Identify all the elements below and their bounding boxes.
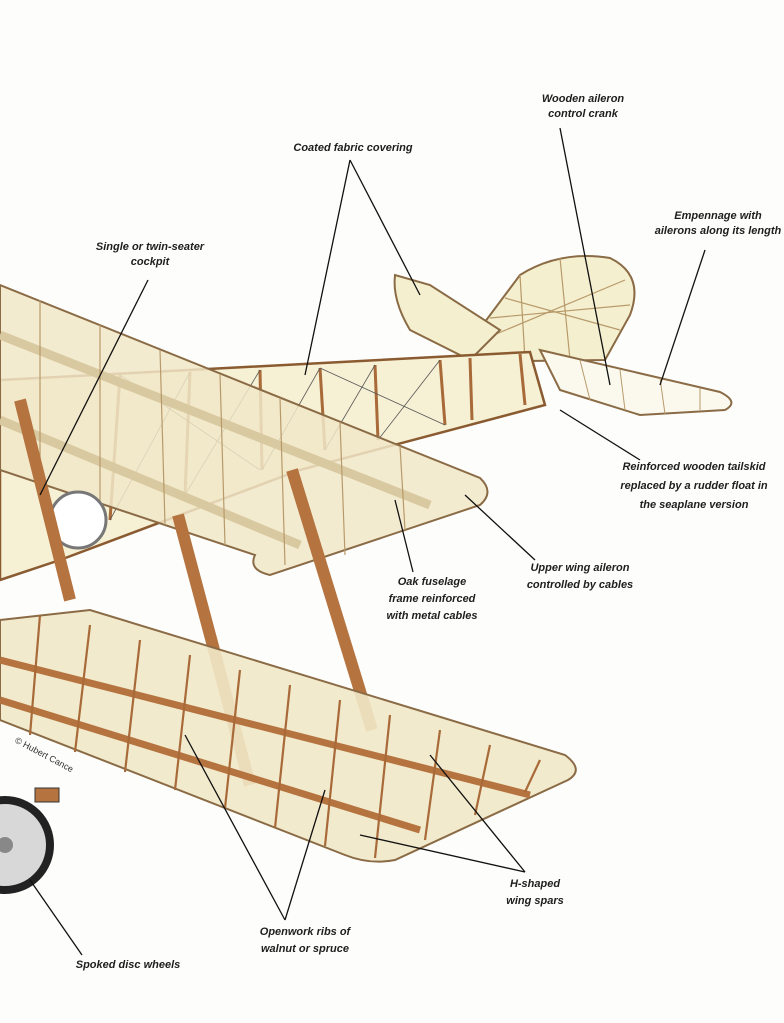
elevator-right <box>538 348 733 417</box>
leader-fabric-2 <box>349 159 421 296</box>
lower-wing-front-spar <box>0 656 531 799</box>
label-line: walnut or spruce <box>260 943 350 955</box>
cabane-strut <box>14 398 76 602</box>
lower-wing-ribs <box>28 614 541 859</box>
label-wheels: Spoked disc wheels <box>76 958 181 973</box>
label-line: Empennage with <box>674 210 762 222</box>
wheel <box>0 796 54 894</box>
label-tailskid: Reinforced wooden tailskid replaced by a… <box>620 458 767 515</box>
label-spars: H-shaped wing spars <box>506 876 563 910</box>
label-line: Openwork ribs of <box>259 926 351 938</box>
label-fabric: Coated fabric covering <box>293 141 412 156</box>
leader-fuselage <box>394 499 414 573</box>
lower-wing-rear-spar <box>0 696 422 834</box>
leader-upper-aileron <box>464 494 536 561</box>
label-line: H-shaped <box>509 878 561 890</box>
label-line: the seaplane version <box>639 499 749 511</box>
label-upper-aileron: Upper wing aileron controlled by cables <box>527 560 633 594</box>
leader-tailskid <box>559 409 641 461</box>
label-empennage: Empennage with ailerons along its length <box>655 209 782 239</box>
label-line: wing spars <box>506 895 564 907</box>
label-line: Wooden aileron <box>541 93 625 105</box>
wing-strut-rear <box>286 468 378 732</box>
label-fuselage: Oak fuselage frame reinforced with metal… <box>386 574 477 625</box>
label-line: Oak fuselage <box>397 576 467 588</box>
leader-lines <box>29 127 706 956</box>
label-line: Coated fabric covering <box>293 142 413 154</box>
leader-empennage <box>659 249 706 386</box>
leader-ribs-2 <box>284 789 326 921</box>
label-line: Reinforced wooden tailskid <box>622 461 766 473</box>
label-line: frame reinforced <box>388 593 476 605</box>
leader-wheels <box>29 879 83 956</box>
leader-spars-1 <box>429 754 526 873</box>
leader-cockpit <box>39 279 149 496</box>
label-line: cockpit <box>130 256 170 268</box>
upper-wing-front-spar <box>0 330 432 510</box>
wheel-hub <box>0 837 13 853</box>
upper-wing-ribs <box>39 300 406 566</box>
upper-wing-rear-spar <box>0 415 302 550</box>
label-line: Upper wing aileron <box>530 562 630 574</box>
leader-fabric-1 <box>304 159 351 376</box>
label-line: Single or twin-seater <box>95 241 205 253</box>
label-cockpit: Single or twin-seater cockpit <box>96 240 204 270</box>
label-line: with metal cables <box>386 610 478 622</box>
label-ribs: Openwork ribs of walnut or spruce <box>260 924 350 958</box>
label-line: control crank <box>548 108 618 120</box>
label-line: Spoked disc wheels <box>75 959 181 971</box>
leader-spars-2 <box>359 834 526 873</box>
label-line: controlled by cables <box>526 579 634 591</box>
axle-fitting <box>34 787 60 803</box>
label-aileron-crank: Wooden aileron control crank <box>542 92 624 122</box>
leader-aileron-crank <box>559 127 611 386</box>
label-line: ailerons along its length <box>654 225 782 237</box>
leader-ribs-1 <box>184 734 286 921</box>
label-line: replaced by a rudder float in <box>620 480 768 492</box>
stabilizer-left <box>393 273 502 362</box>
